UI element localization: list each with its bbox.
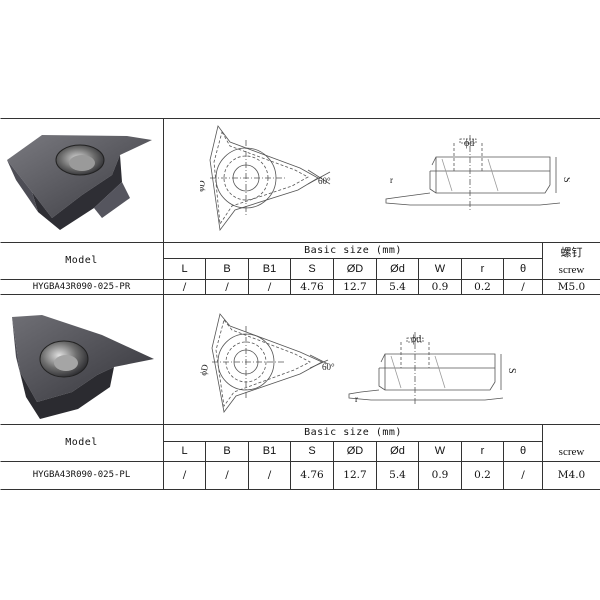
col-header-od-pr: ØD <box>346 262 364 275</box>
angle-label-pr: 60° <box>318 176 331 186</box>
model-name-pl: HYGBA43R090-025-PL <box>32 470 131 480</box>
value-small-d-pr: 5.4 <box>389 280 406 293</box>
value-b-pl: / <box>225 469 229 482</box>
value-r-pr: 0.2 <box>474 280 491 293</box>
s-dim-label-pr: S <box>561 177 570 183</box>
insert-side-view-drawing-pl: ϕd S r <box>348 332 517 404</box>
value-b1-pl: / <box>267 469 272 482</box>
value-s-pr: 4.76 <box>300 280 324 293</box>
col-header-small-d-pl: Ød <box>390 445 405 457</box>
value-theta-pr: / <box>521 280 525 293</box>
col-header-small-d-pr: Ød <box>390 262 405 275</box>
angle-label-pl: 60° <box>322 362 335 372</box>
col-header-r-pl: r <box>480 445 485 457</box>
insert-top-view-drawing-pl: ϕD 60° <box>200 313 335 413</box>
value-od-pl: 12.7 <box>343 469 367 482</box>
col-header-l-pr: L <box>181 262 188 275</box>
value-b1-pr: / <box>267 280 272 293</box>
col-header-theta-pr: θ <box>519 262 527 275</box>
value-l-pl: / <box>182 469 187 482</box>
col-header-b1-pr: B1 <box>262 262 277 275</box>
col-header-b1-pl: B1 <box>262 445 277 457</box>
phi-d-label-pr: ϕD <box>200 179 207 192</box>
col-header-theta-pl: θ <box>519 445 527 457</box>
value-small-d-pl: 5.4 <box>389 469 406 482</box>
phi-small-d-label-pr: ϕd <box>464 138 474 149</box>
value-w-pr: 0.9 <box>431 280 449 293</box>
model-header-pl: Model <box>65 437 98 448</box>
col-header-od-pl: ØD <box>346 445 364 457</box>
model-header-pr: Model <box>65 255 98 266</box>
col-header-b-pl: B <box>223 445 231 457</box>
r-dim-label-pl: r <box>355 394 358 404</box>
insert-top-view-drawing-pr: ϕD 60° <box>200 125 331 232</box>
insert-photo-pl <box>12 315 154 419</box>
s-dim-label-pl: S <box>506 368 517 374</box>
basic-size-header-pl: Basic size (mm) <box>304 427 402 438</box>
value-b-pr: / <box>225 280 229 293</box>
col-header-s-pl: S <box>308 445 316 457</box>
col-header-b-pr: B <box>223 262 231 275</box>
phi-small-d-label-pl: ϕd <box>411 334 421 345</box>
col-header-s-pr: S <box>308 262 316 275</box>
col-header-r-pr: r <box>480 262 485 275</box>
screw-header-cn-pr: 螺钉 <box>560 245 583 259</box>
value-r-pl: 0.2 <box>474 469 491 482</box>
insert-side-view-drawing-pr: ϕd S r <box>385 135 570 211</box>
col-header-w-pl: W <box>434 445 446 457</box>
phi-d-label-pl: ϕD <box>200 363 210 376</box>
value-theta-pl: / <box>521 469 525 482</box>
model-name-pr: HYGBA43R090-025-PR <box>32 281 131 292</box>
insert-photo-pr <box>7 135 152 230</box>
basic-size-header-pr: Basic size (mm) <box>304 244 402 256</box>
value-s-pl: 4.76 <box>300 469 324 482</box>
col-header-w-pr: W <box>434 262 446 275</box>
col-header-l-pl: L <box>181 445 188 457</box>
screw-value-pr: M5.0 <box>557 280 586 293</box>
value-od-pr: 12.7 <box>343 280 367 293</box>
screw-header-en-pr: screw <box>558 263 585 276</box>
screw-value-pl: M4.0 <box>557 469 586 482</box>
r-dim-label-pr: r <box>390 175 393 185</box>
value-l-pr: / <box>182 280 187 293</box>
screw-header-en-pl: screw <box>558 445 585 458</box>
value-w-pl: 0.9 <box>431 469 449 482</box>
